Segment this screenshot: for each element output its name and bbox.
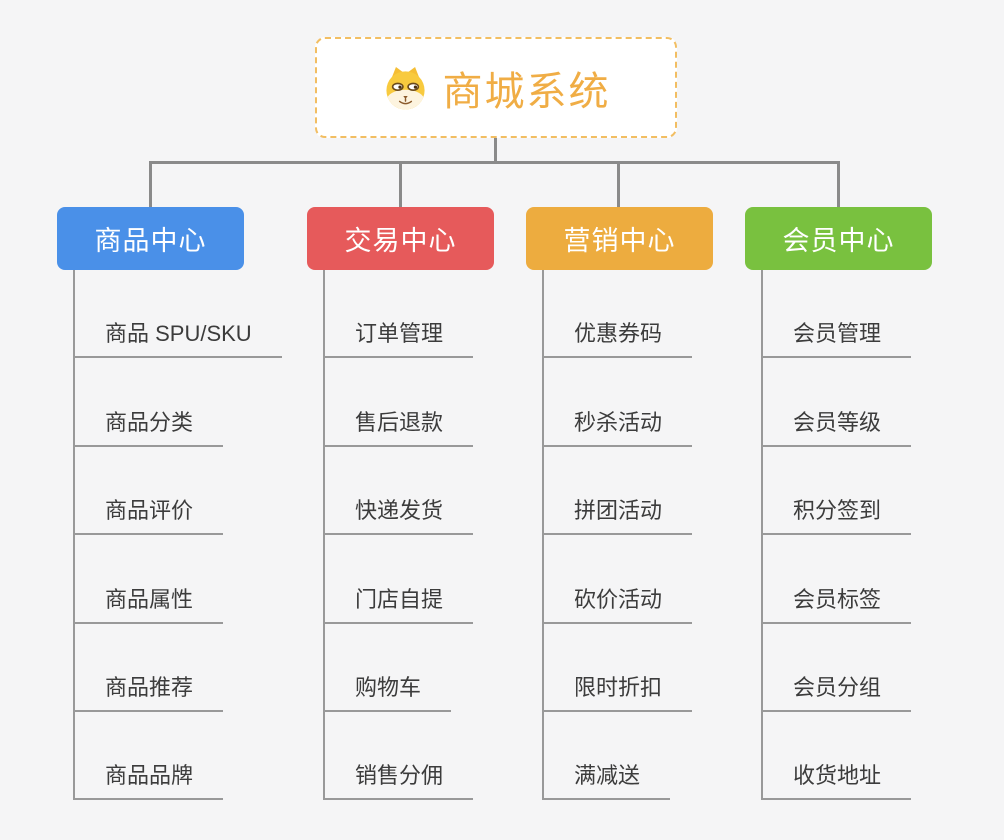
leaf-node[interactable]: 优惠券码 <box>542 322 693 358</box>
connector-root-drop <box>494 136 497 163</box>
branch-header-marketing-center[interactable]: 营销中心 <box>526 207 713 270</box>
branch-items-product: 商品 SPU/SKU 商品分类商品评价商品属性商品推荐商品品牌 <box>73 207 293 807</box>
leaf-node[interactable]: 商品属性 <box>73 588 224 624</box>
leaf-node[interactable]: 门店自提 <box>323 588 474 624</box>
leaf-node[interactable]: 商品 SPU/SKU <box>73 322 282 358</box>
connector-horizontal-bar <box>149 161 840 164</box>
connector-drop-member <box>837 161 840 208</box>
branch-trade-center: 交易中心 订单管理售后退款快递发货门店自提购物车销售分佣 <box>307 207 494 807</box>
leaf-node[interactable]: 销售分佣 <box>323 764 474 800</box>
leaf-node[interactable]: 商品推荐 <box>73 676 224 712</box>
branch-header-product-center[interactable]: 商品中心 <box>57 207 244 270</box>
leaf-node[interactable]: 拼团活动 <box>542 499 693 535</box>
leaf-node[interactable]: 购物车 <box>323 676 452 712</box>
branch-product-center: 商品中心 商品 SPU/SKU 商品分类商品评价商品属性商品推荐商品品牌 <box>57 207 282 807</box>
root-node-mall-system[interactable]: 商城系统 <box>315 37 677 138</box>
leaf-node[interactable]: 会员等级 <box>761 411 912 447</box>
leaf-node[interactable]: 限时折扣 <box>542 676 693 712</box>
connector-drop-trade <box>399 161 402 208</box>
leaf-node[interactable]: 商品分类 <box>73 411 224 447</box>
leaf-node[interactable]: 秒杀活动 <box>542 411 693 447</box>
leaf-node[interactable]: 收货地址 <box>761 764 912 800</box>
branch-header-trade-center[interactable]: 交易中心 <box>307 207 494 270</box>
connector-drop-product <box>149 161 152 208</box>
branch-marketing-center: 营销中心 优惠券码秒杀活动拼团活动砍价活动限时折扣满减送 <box>526 207 713 807</box>
dog-face-icon <box>385 66 425 110</box>
leaf-node[interactable]: 商品品牌 <box>73 764 224 800</box>
connector-drop-marketing <box>617 161 620 208</box>
leaf-node[interactable]: 积分签到 <box>761 499 912 535</box>
branch-items-trade: 订单管理售后退款快递发货门店自提购物车销售分佣 <box>323 207 543 807</box>
leaf-node[interactable]: 会员分组 <box>761 676 912 712</box>
leaf-node[interactable]: 订单管理 <box>323 322 474 358</box>
branch-header-member-center[interactable]: 会员中心 <box>745 207 932 270</box>
root-node-label: 商城系统 <box>442 69 611 114</box>
leaf-node[interactable]: 满减送 <box>542 764 671 800</box>
leaf-node[interactable]: 售后退款 <box>323 411 474 447</box>
leaf-node[interactable]: 会员管理 <box>761 322 912 358</box>
leaf-node[interactable]: 砍价活动 <box>542 588 693 624</box>
leaf-node[interactable]: 会员标签 <box>761 588 912 624</box>
leaf-node[interactable]: 快递发货 <box>323 499 474 535</box>
leaf-node[interactable]: 商品评价 <box>73 499 224 535</box>
branch-items-member: 会员管理会员等级积分签到会员标签会员分组收货地址 <box>761 207 981 807</box>
branch-items-marketing: 优惠券码秒杀活动拼团活动砍价活动限时折扣满减送 <box>542 207 762 807</box>
branch-member-center: 会员中心 会员管理会员等级积分签到会员标签会员分组收货地址 <box>745 207 932 807</box>
